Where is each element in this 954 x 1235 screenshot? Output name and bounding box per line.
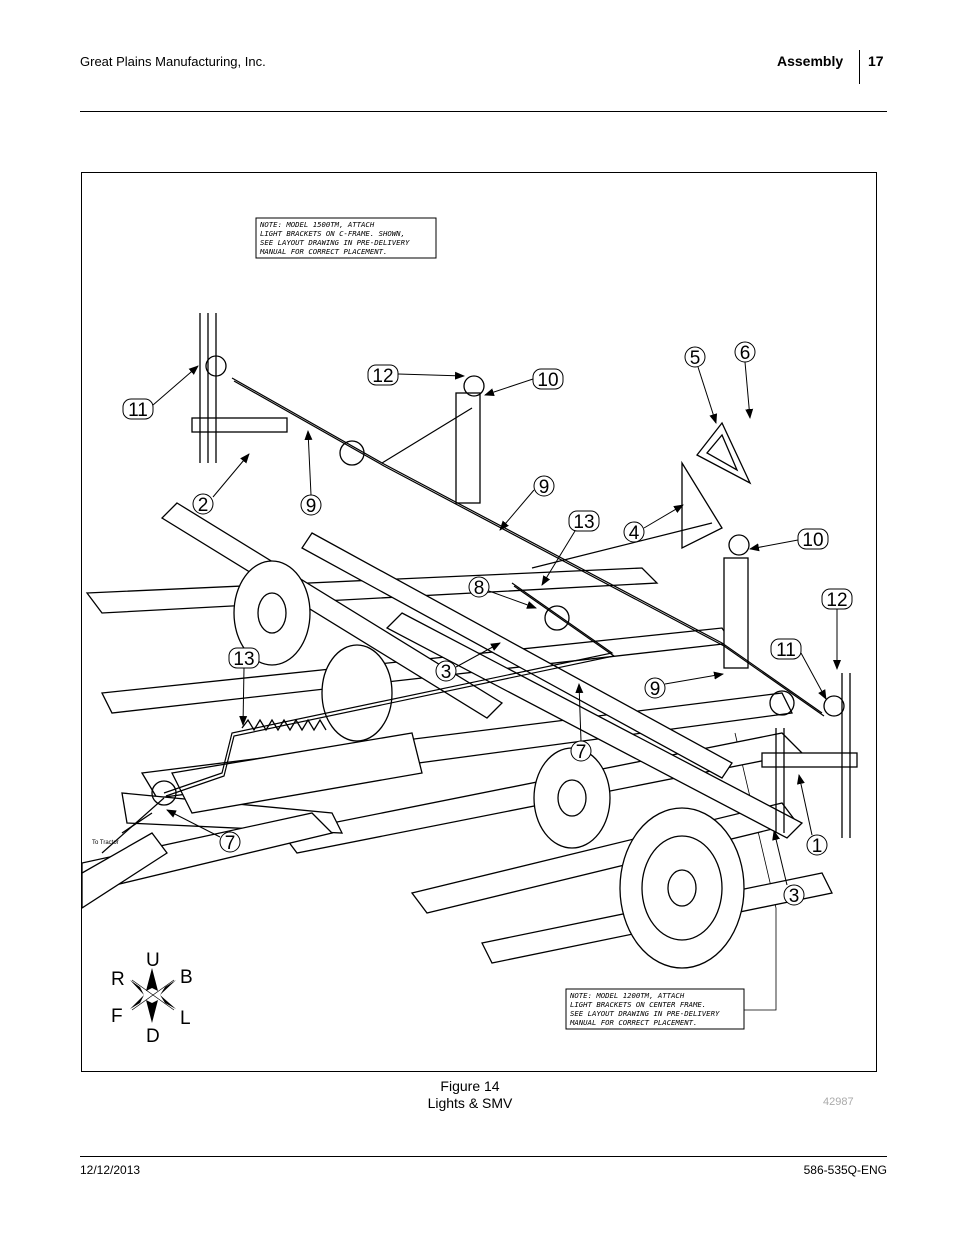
svg-text:10: 10 <box>802 530 823 551</box>
svg-text:8: 8 <box>474 578 485 599</box>
note-line: SEE LAYOUT DRAWING IN PRE-DELIVERY <box>570 1009 720 1018</box>
callout-10: 10 <box>484 368 564 396</box>
callouts: 11 12 10 5 6 2 9 <box>122 341 853 907</box>
compass-front: F <box>111 1006 123 1027</box>
note-box-1500tm: NOTE: MODEL 1500TM, ATTACH LIGHT BRACKET… <box>255 217 437 259</box>
callout-6: 6 <box>734 341 756 419</box>
svg-text:4: 4 <box>629 523 640 544</box>
svg-text:9: 9 <box>650 679 661 700</box>
note-line: MANUAL FOR CORRECT PLACEMENT. <box>259 247 387 256</box>
footer-date: 12/12/2013 <box>80 1163 141 1177</box>
callout-9: 9 <box>300 430 322 517</box>
company-name: Great Plains Manufacturing, Inc. <box>80 54 266 69</box>
note-line: MANUAL FOR CORRECT PLACEMENT. <box>569 1018 697 1027</box>
svg-text:9: 9 <box>306 496 317 517</box>
callout-11: 11 <box>770 638 827 700</box>
svg-text:12: 12 <box>372 366 393 387</box>
callout-13: 13 <box>541 510 600 586</box>
callout-9: 9 <box>644 671 724 700</box>
footer-rule <box>80 1156 887 1157</box>
callout-11: 11 <box>122 365 199 421</box>
compass-up: U <box>146 950 160 971</box>
callout-5: 5 <box>684 346 718 424</box>
svg-text:7: 7 <box>576 742 587 763</box>
svg-text:2: 2 <box>198 495 209 516</box>
compass-down: D <box>146 1026 160 1047</box>
orientation-compass: U R B F L D <box>111 950 193 1047</box>
compass-left: L <box>180 1008 191 1029</box>
callout-2: 2 <box>192 453 250 516</box>
header-divider <box>859 50 860 84</box>
figure-caption: Figure 14 Lights & SMV <box>360 1078 580 1112</box>
callout-4: 4 <box>623 504 684 544</box>
page-number: 17 <box>868 53 884 69</box>
figure-frame: NOTE: MODEL 1500TM, ATTACH LIGHT BRACKET… <box>81 172 877 1072</box>
callout-9: 9 <box>499 475 555 531</box>
implement-frame <box>82 313 858 969</box>
callout-1: 1 <box>796 774 828 857</box>
svg-text:1: 1 <box>812 836 823 857</box>
svg-text:9: 9 <box>539 477 550 498</box>
drawing-number: 42987 <box>823 1096 854 1108</box>
svg-text:5: 5 <box>690 348 701 369</box>
svg-text:11: 11 <box>128 400 148 421</box>
note-line: NOTE: MODEL 1500TM, ATTACH <box>259 220 375 229</box>
section-title: Assembly <box>777 53 844 69</box>
callout-8: 8 <box>468 576 537 609</box>
svg-text:3: 3 <box>789 886 800 907</box>
svg-text:13: 13 <box>573 512 594 533</box>
note-line: LIGHT BRACKETS ON CENTER FRAME. <box>570 1000 706 1009</box>
callout-12: 12 <box>821 588 853 670</box>
note-line: LIGHT BRACKETS ON C-FRAME. SHOWN, <box>260 229 405 238</box>
compass-back: B <box>180 967 193 988</box>
callout-3: 3 <box>435 642 501 683</box>
callout-3: 3 <box>772 830 805 907</box>
assembly-drawing: NOTE: MODEL 1500TM, ATTACH LIGHT BRACKET… <box>82 217 858 1047</box>
footer-doc-number: 586-535Q-ENG <box>803 1163 887 1177</box>
to-tractor-label: To Tractor <box>92 840 119 846</box>
svg-text:10: 10 <box>537 370 558 391</box>
note-box-1200tm: NOTE: MODEL 1200TM, ATTACH LIGHT BRACKET… <box>565 988 745 1030</box>
callout-12: 12 <box>367 364 465 387</box>
callout-10: 10 <box>749 528 829 552</box>
svg-text:12: 12 <box>826 590 847 611</box>
svg-text:11: 11 <box>776 640 796 661</box>
svg-text:13: 13 <box>233 649 254 670</box>
wire-harness <box>101 377 825 854</box>
compass-rear: R <box>111 969 125 990</box>
note-line: SEE LAYOUT DRAWING IN PRE-DELIVERY <box>260 238 410 247</box>
svg-text:6: 6 <box>740 343 751 364</box>
note-line: NOTE: MODEL 1200TM, ATTACH <box>569 991 685 1000</box>
callout-7: 7 <box>570 683 592 763</box>
callout-13: 13 <box>228 647 260 726</box>
svg-text:7: 7 <box>225 833 236 854</box>
callout-7: 7 <box>166 809 241 854</box>
svg-text:3: 3 <box>441 662 452 683</box>
figure-number: Figure 14 <box>440 1078 500 1094</box>
header-rule <box>80 111 887 112</box>
figure-title: Lights & SMV <box>427 1095 513 1111</box>
